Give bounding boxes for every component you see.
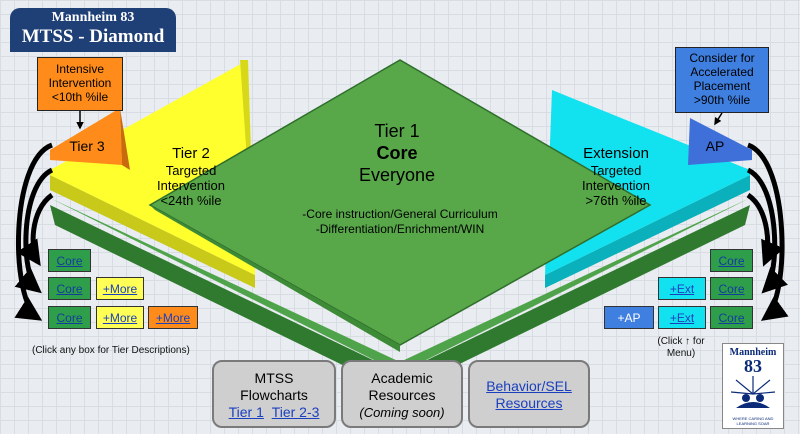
core-button-row2[interactable]: Core — [48, 277, 91, 300]
logo-tagline: WHERE CARING AND LEARNING SOAR — [732, 416, 774, 426]
core-note-line: -Core instruction/General Curriculum — [302, 207, 498, 221]
extension-line: >76th %ile — [585, 193, 647, 208]
ext-link[interactable]: +Ext — [669, 310, 695, 325]
tier1-core-diamond — [148, 59, 652, 352]
tier1-core-label: Core — [376, 143, 418, 163]
core-link[interactable]: Core — [56, 281, 83, 296]
more-button-row2[interactable]: +More — [96, 277, 144, 300]
more-link[interactable]: +More — [102, 281, 138, 296]
core-button-right-row3[interactable]: Core — [710, 306, 753, 329]
panel-title: Flowcharts — [240, 387, 308, 403]
more-button-row3[interactable]: +More — [96, 306, 144, 329]
tier1-flowchart-link[interactable]: Tier 1 — [228, 404, 264, 420]
tier2-name: Tier 2 — [172, 145, 210, 162]
coming-soon-label: (Coming soon) — [359, 405, 445, 420]
core-link[interactable]: Core — [718, 310, 745, 325]
tier2-line: Intervention — [157, 178, 225, 193]
tier1-label[interactable]: Tier 1 Core Everyone — [322, 120, 472, 186]
callout-line: <10th %ile — [51, 90, 109, 104]
ap-slab-right — [688, 118, 752, 165]
tier1-audience: Everyone — [358, 165, 436, 185]
left-menu-arrows — [14, 142, 54, 321]
ext-button-row3[interactable]: +Ext — [658, 306, 706, 329]
logo-name: Mannheim — [729, 347, 777, 358]
tier2-3-flowchart-link[interactable]: Tier 2-3 — [271, 404, 320, 420]
accelerated-callout[interactable]: Consider for Accelerated Placement >90th… — [675, 47, 769, 113]
school-logo: Mannheim 83 WHERE CARING AND LEARNING SO… — [722, 343, 784, 429]
ext-button-row2[interactable]: +Ext — [658, 277, 706, 300]
behavior-sel-link[interactable]: Behavior/SEL — [486, 378, 572, 394]
behavior-sel-panel[interactable]: Behavior/SEL Resources — [468, 360, 590, 428]
core-link[interactable]: Core — [56, 310, 83, 325]
tier2-label[interactable]: Tier 2 Targeted Intervention <24th %ile — [146, 145, 236, 208]
menu-note-line: Menu) — [666, 348, 696, 359]
tier1-name: Tier 1 — [374, 121, 420, 141]
extension-name: Extension — [583, 145, 649, 162]
behavior-sel-link[interactable]: Resources — [495, 395, 563, 411]
core-note-line: -Differentiation/Enrichment/WIN — [315, 222, 485, 236]
callout-line: Intervention — [48, 76, 112, 90]
callout-line: Accelerated — [690, 65, 754, 79]
menu-note: (Click ↑ for Menu) — [656, 336, 706, 360]
panel-title: MTSS — [254, 370, 294, 386]
school-name: Mannheim 83 — [51, 10, 135, 25]
tier2-line: Targeted — [165, 163, 217, 178]
menu-note-line: (Click ↑ for — [657, 336, 705, 347]
panel-title: Academic — [371, 370, 433, 386]
accelerated-pointer — [714, 112, 723, 126]
ap-button[interactable]: +AP — [604, 306, 654, 329]
ext-link[interactable]: +Ext — [669, 281, 695, 296]
academic-resources-panel[interactable]: Academic Resources (Coming soon) — [341, 360, 463, 428]
tier-descriptions-note: (Click any box for Tier Descriptions) — [32, 345, 190, 356]
extension-line: Targeted — [590, 163, 642, 178]
page-title: MTSS - Diamond — [21, 26, 165, 47]
core-button-right-row2[interactable]: Core — [710, 277, 753, 300]
callout-line: >90th %ile — [693, 93, 751, 107]
more-link[interactable]: +More — [155, 310, 191, 325]
extension-label[interactable]: Extension Targeted Intervention >76th %i… — [568, 145, 664, 208]
mtss-flowcharts-panel: MTSS Flowcharts Tier 1 Tier 2-3 — [212, 360, 336, 428]
callout-line: Intensive — [55, 62, 105, 76]
extension-line: Intervention — [582, 178, 650, 193]
tier3-label[interactable]: Tier 3 — [69, 138, 105, 154]
callout-line: Placement — [693, 79, 751, 93]
core-link[interactable]: Core — [56, 253, 83, 268]
intensive-callout[interactable]: Intensive Intervention <10th %ile — [37, 57, 123, 111]
ap-button-label: +AP — [617, 310, 641, 325]
core-button-row1[interactable]: Core — [48, 249, 91, 272]
tier2-line: <24th %ile — [160, 193, 222, 208]
tier3-slab-left — [50, 108, 130, 170]
core-link[interactable]: Core — [718, 281, 745, 296]
panel-title: Resources — [368, 387, 436, 403]
header-title-box: Mannheim 83 MTSS - Diamond — [10, 8, 176, 52]
logo-emblem-icon — [730, 376, 776, 408]
more-link[interactable]: +More — [102, 310, 138, 325]
core-notes: -Core instruction/General Curriculum -Di… — [270, 207, 530, 237]
ap-label[interactable]: AP — [705, 138, 725, 154]
right-menu-arrows — [746, 142, 789, 321]
more-button-tier3[interactable]: +More — [148, 306, 198, 329]
callout-line: Consider for — [689, 51, 755, 65]
core-link[interactable]: Core — [718, 253, 745, 268]
logo-number: 83 — [744, 356, 762, 376]
core-button-row3[interactable]: Core — [48, 306, 91, 329]
core-button-right-row1[interactable]: Core — [710, 249, 753, 272]
